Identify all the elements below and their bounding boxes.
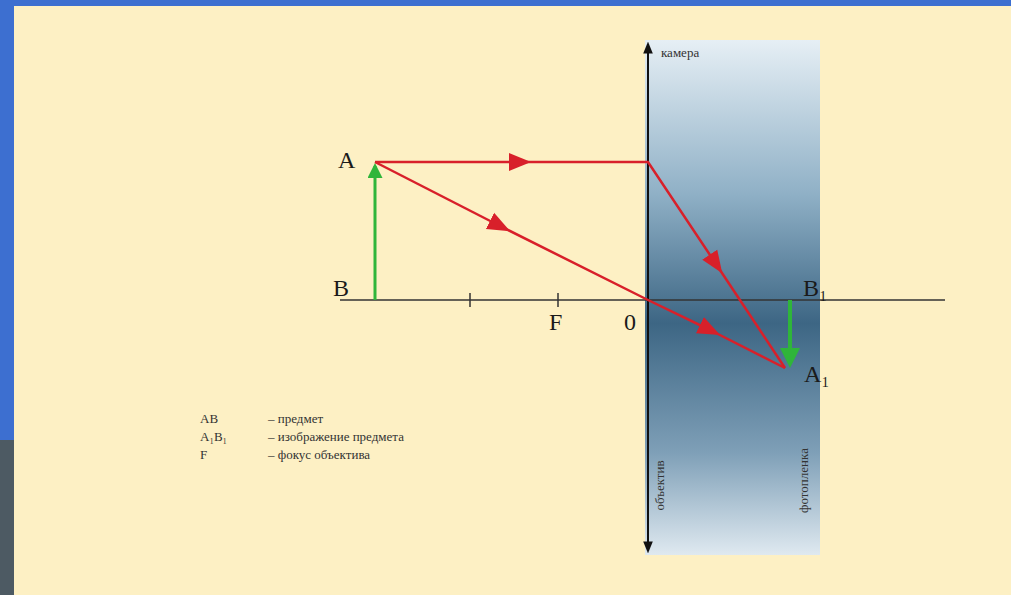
left-strip bbox=[0, 0, 14, 440]
legend-symbol: A₁B₁ bbox=[200, 430, 227, 443]
ray bbox=[500, 226, 710, 330]
ray bbox=[375, 161, 520, 164]
legend-symbol: AB bbox=[200, 412, 218, 425]
legend-symbol: F bbox=[200, 448, 207, 461]
lens-line bbox=[647, 60, 649, 551]
tick bbox=[469, 293, 471, 307]
point-label: A₁ bbox=[804, 362, 830, 386]
ray bbox=[520, 162, 716, 264]
ray bbox=[716, 264, 785, 368]
tick bbox=[557, 293, 559, 307]
camera-band bbox=[645, 40, 820, 555]
point-label: A bbox=[338, 148, 355, 172]
optical-axis bbox=[340, 299, 945, 301]
focus-label: F bbox=[549, 310, 562, 334]
top-strip bbox=[0, 0, 1011, 6]
camera-label: камера bbox=[661, 46, 699, 59]
film-label: фотопленка bbox=[796, 448, 809, 513]
legend-text: – фокус объектива bbox=[268, 448, 370, 461]
image-arrow bbox=[788, 300, 792, 364]
ray bbox=[375, 162, 500, 226]
camera-band: камера объектив фотопленка bbox=[645, 40, 820, 555]
left-photo bbox=[0, 440, 14, 595]
lens-label: объектив bbox=[653, 460, 666, 510]
point-label: 0 bbox=[624, 310, 636, 334]
point-label: B₁ bbox=[803, 276, 827, 300]
legend-text: – изображение предмета bbox=[268, 430, 404, 443]
ray bbox=[710, 330, 785, 368]
point-label: B bbox=[333, 276, 349, 300]
legend-text: – предмет bbox=[268, 412, 323, 425]
object-arrow bbox=[374, 166, 377, 300]
